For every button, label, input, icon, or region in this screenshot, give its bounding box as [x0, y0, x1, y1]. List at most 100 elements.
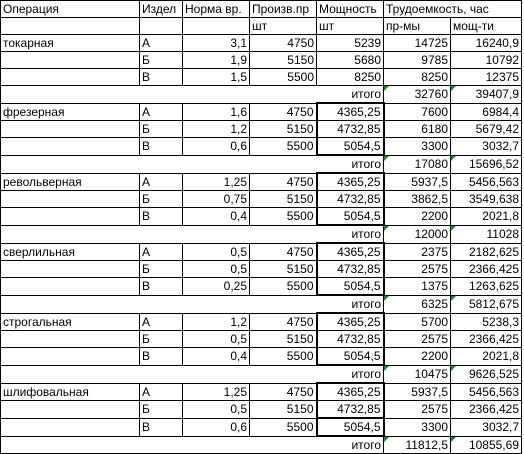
cell-capacity[interactable]: 5054,5: [315, 207, 385, 226]
cell-labor-capacity[interactable]: 5238,3: [450, 312, 522, 331]
cell-item[interactable]: А: [139, 382, 183, 401]
cell-time-norm[interactable]: 0,75: [182, 190, 250, 208]
cell-labor-capacity[interactable]: 3032,7: [450, 137, 522, 156]
cell-production[interactable]: 5500: [249, 277, 317, 296]
total-labor-capacity[interactable]: 39407,9: [450, 85, 522, 104]
cell-labor-program[interactable]: 8250: [383, 68, 451, 86]
cell-labor-program[interactable]: 2200: [383, 347, 451, 366]
cell-labor-capacity[interactable]: 5456,563: [450, 382, 522, 401]
cell-labor-program[interactable]: 3862,5: [383, 190, 451, 208]
total-labor-capacity[interactable]: 15696,52: [450, 154, 522, 174]
cell-operation[interactable]: сверлильная: [0, 242, 140, 261]
header-unit-capacity[interactable]: мощ-ти: [450, 17, 522, 35]
cell-production[interactable]: 4750: [249, 382, 317, 401]
total-label[interactable]: итого: [0, 294, 384, 314]
cell-capacity[interactable]: 4732,85: [315, 120, 385, 138]
cell-capacity[interactable]: 5239: [316, 34, 384, 52]
cell-labor-capacity[interactable]: 2021,8: [450, 207, 522, 226]
cell-production[interactable]: 5150: [249, 260, 317, 278]
cell-item[interactable]: Б: [139, 330, 183, 348]
cell-item[interactable]: А: [139, 34, 183, 52]
total-label[interactable]: итого: [0, 85, 384, 104]
total-label[interactable]: итого: [0, 364, 384, 384]
cell-labor-capacity[interactable]: 16240,9: [450, 34, 522, 52]
cell-time-norm[interactable]: 1,9: [182, 51, 250, 69]
cell-labor-program[interactable]: 7600: [383, 102, 451, 121]
cell-labor-program[interactable]: 3300: [383, 417, 451, 437]
cell-operation[interactable]: [0, 260, 140, 278]
cell-item[interactable]: А: [139, 242, 183, 261]
cell-operation[interactable]: [0, 207, 140, 226]
cell-labor-capacity[interactable]: 5456,563: [450, 172, 522, 191]
header-time-norm[interactable]: Норма вр.: [182, 0, 250, 18]
cell-production[interactable]: 5500: [249, 347, 317, 366]
cell-labor-program[interactable]: 1375: [383, 277, 451, 296]
cell-operation[interactable]: [0, 347, 140, 366]
header-unit-pcs[interactable]: шт: [316, 17, 384, 35]
cell-time-norm[interactable]: 0,4: [182, 207, 250, 226]
cell-operation[interactable]: токарная: [0, 34, 140, 52]
cell-production[interactable]: 5150: [249, 400, 317, 419]
cell-production[interactable]: 4750: [249, 172, 317, 191]
header-operation[interactable]: Операция: [0, 0, 140, 18]
cell-time-norm[interactable]: 0,5: [182, 260, 250, 278]
header-item[interactable]: Издел: [139, 0, 183, 18]
cell-capacity[interactable]: 4732,85: [315, 190, 385, 208]
cell-item[interactable]: В: [139, 347, 183, 366]
cell-capacity[interactable]: 4732,85: [315, 400, 385, 419]
cell-labor-program[interactable]: 2375: [383, 242, 451, 261]
cell-operation[interactable]: строгальная: [0, 312, 140, 331]
cell-operation[interactable]: [0, 190, 140, 208]
cell-production[interactable]: 5150: [249, 120, 317, 138]
total-labor-capacity[interactable]: 10855,69: [450, 435, 522, 454]
cell-time-norm[interactable]: 0,5: [182, 242, 250, 261]
total-labor-program[interactable]: 12000: [383, 224, 451, 244]
cell-item[interactable]: А: [139, 102, 183, 121]
total-labor-program[interactable]: 10475: [383, 364, 451, 384]
cell-operation[interactable]: шлифовальная: [0, 382, 140, 401]
cell-labor-capacity[interactable]: 2366,425: [450, 260, 522, 278]
cell-item[interactable]: Б: [139, 120, 183, 138]
cell-labor-capacity[interactable]: 2021,8: [450, 347, 522, 366]
header-row2-cell[interactable]: [182, 17, 250, 35]
cell-labor-capacity[interactable]: 3032,7: [450, 417, 522, 437]
total-labor-program[interactable]: 17080: [383, 154, 451, 174]
cell-time-norm[interactable]: 3,1: [182, 34, 250, 52]
total-labor-capacity[interactable]: 11028: [450, 224, 522, 244]
cell-item[interactable]: В: [139, 68, 183, 86]
cell-labor-capacity[interactable]: 12375: [450, 68, 522, 86]
cell-labor-capacity[interactable]: 2366,425: [450, 400, 522, 419]
cell-operation[interactable]: [0, 51, 140, 69]
cell-operation[interactable]: [0, 330, 140, 348]
cell-item[interactable]: Б: [139, 190, 183, 208]
cell-item[interactable]: Б: [139, 400, 183, 419]
cell-time-norm[interactable]: 0,5: [182, 400, 250, 419]
total-labor-program[interactable]: 11812,5: [383, 435, 451, 454]
total-labor-program[interactable]: 6325: [383, 294, 451, 314]
cell-labor-capacity[interactable]: 10792: [450, 51, 522, 69]
cell-production[interactable]: 5150: [249, 190, 317, 208]
cell-labor-program[interactable]: 14725: [383, 34, 451, 52]
cell-operation[interactable]: револьверная: [0, 172, 140, 191]
cell-time-norm[interactable]: 0,4: [182, 347, 250, 366]
cell-production[interactable]: 5500: [249, 417, 317, 437]
cell-capacity[interactable]: 8250: [316, 68, 384, 86]
cell-capacity[interactable]: 5054,5: [315, 347, 385, 366]
cell-production[interactable]: 4750: [249, 102, 317, 121]
header-capacity[interactable]: Мощность: [316, 0, 384, 18]
cell-labor-program[interactable]: 9785: [383, 51, 451, 69]
cell-capacity[interactable]: 4365,25: [315, 102, 385, 121]
cell-production[interactable]: 4750: [249, 312, 317, 331]
cell-capacity[interactable]: 4365,25: [315, 242, 385, 261]
cell-labor-program[interactable]: 5937,5: [383, 172, 451, 191]
cell-capacity[interactable]: 4732,85: [315, 330, 385, 348]
cell-item[interactable]: В: [139, 137, 183, 156]
total-labor-program[interactable]: 32760: [383, 85, 451, 104]
cell-production[interactable]: 5500: [249, 137, 317, 156]
cell-labor-capacity[interactable]: 1263,625: [450, 277, 522, 296]
cell-production[interactable]: 5150: [249, 330, 317, 348]
cell-item[interactable]: В: [139, 417, 183, 437]
cell-capacity[interactable]: 4365,25: [315, 172, 385, 191]
cell-item[interactable]: Б: [139, 260, 183, 278]
cell-item[interactable]: А: [139, 312, 183, 331]
